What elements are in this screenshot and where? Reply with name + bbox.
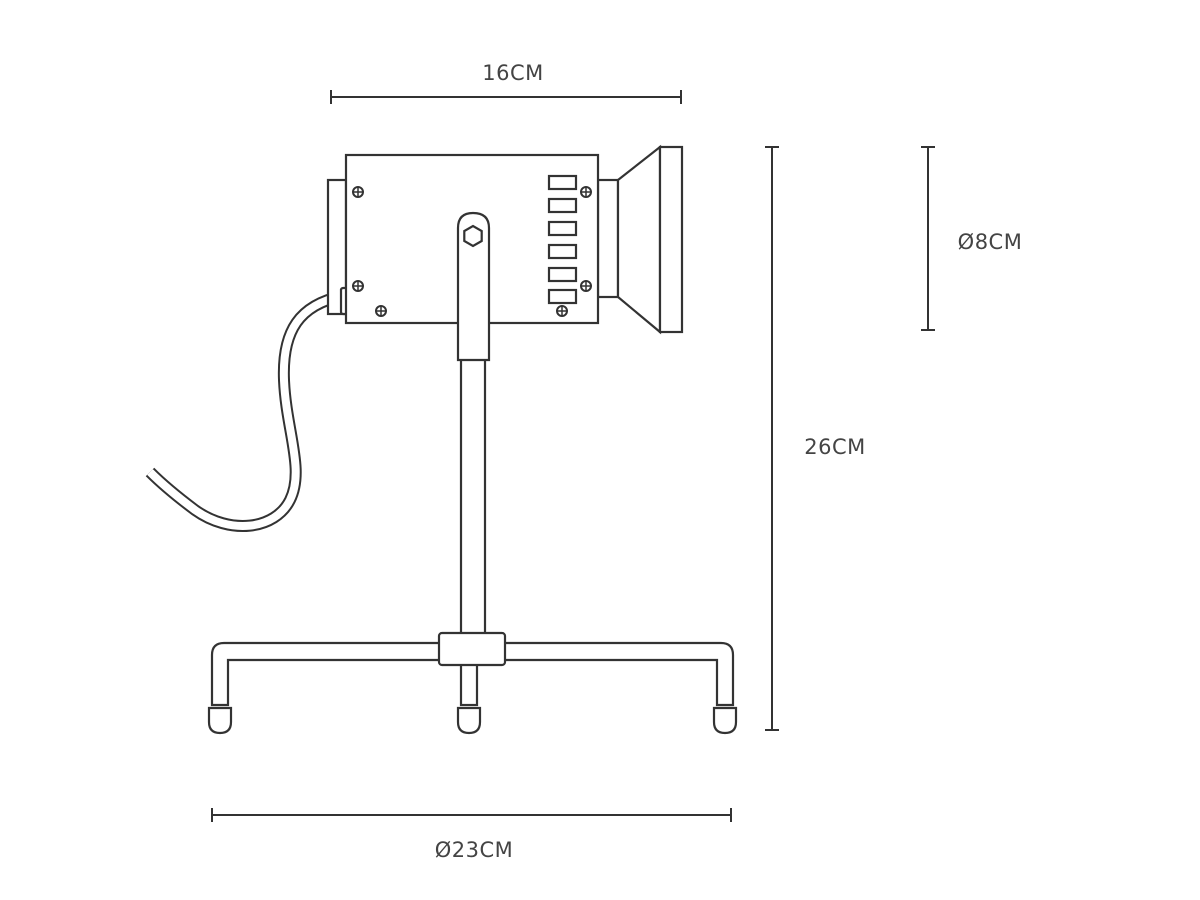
base-diameter-label: Ø23CM bbox=[434, 838, 514, 862]
vent-slot bbox=[547, 220, 578, 237]
shade-diameter-label: Ø8CM bbox=[957, 230, 1023, 254]
screw-icon bbox=[352, 186, 364, 198]
screw-icon bbox=[580, 280, 592, 292]
screw-icon bbox=[352, 280, 364, 292]
screw-icon bbox=[375, 305, 387, 317]
lamp-stem bbox=[459, 353, 487, 642]
dim-head-width bbox=[330, 90, 682, 104]
vent-slot bbox=[547, 288, 578, 305]
vent-slot bbox=[547, 197, 578, 214]
foot-center bbox=[456, 706, 482, 735]
head-width-label: 16CM bbox=[482, 61, 544, 85]
dim-shade-diameter bbox=[921, 146, 935, 331]
vent-slot bbox=[547, 266, 578, 283]
power-cord bbox=[145, 290, 344, 532]
screw-icon bbox=[556, 305, 568, 317]
vent-slot bbox=[547, 243, 578, 260]
hex-bolt-icon bbox=[463, 224, 483, 248]
tilt-arm bbox=[456, 211, 491, 362]
dim-base-diameter bbox=[211, 808, 732, 822]
dim-total-height bbox=[765, 146, 779, 731]
tripod-base bbox=[207, 631, 738, 735]
lamp-head bbox=[326, 144, 684, 335]
foot-right bbox=[712, 706, 738, 735]
vent-slot bbox=[547, 174, 578, 191]
foot-left bbox=[207, 706, 233, 735]
total-height-label: 26CM bbox=[804, 435, 866, 459]
screw-icon bbox=[580, 186, 592, 198]
